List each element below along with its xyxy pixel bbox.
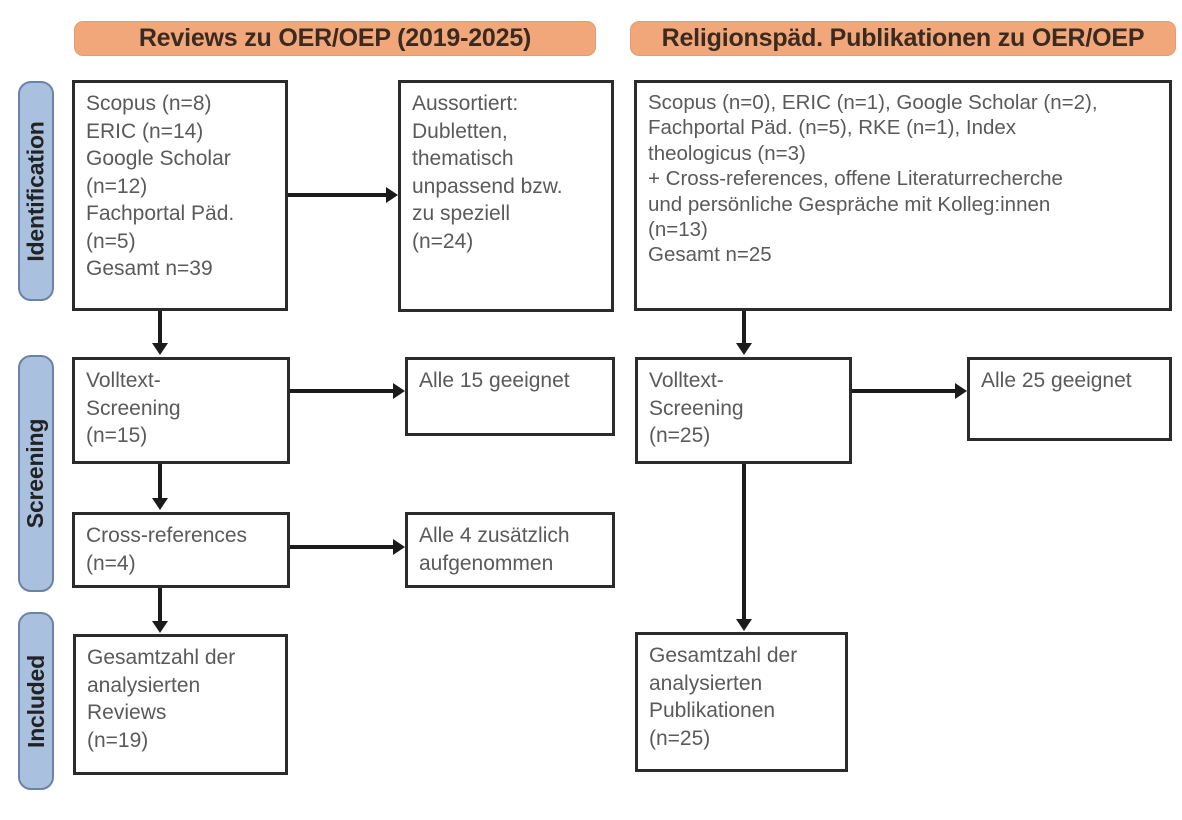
box-right-fulltext-screening: Volltext- Screening (n=25) [635, 357, 852, 464]
box-left-included-total: Gesamtzahl der analysierten Reviews (n=1… [73, 634, 288, 775]
connector-left-crossrefs-to-included [158, 588, 162, 623]
arrowhead-right-screening-to-included [736, 619, 752, 631]
box-right-screening-outcome: Alle 25 geeignet [967, 357, 1172, 441]
arrowhead-right-screening-to-outcome [955, 383, 967, 399]
arrowhead-left-ident-to-screening [152, 343, 168, 355]
connector-left-ident-to-excluded [288, 193, 386, 197]
connector-left-screening-to-crossrefs [158, 464, 162, 500]
connector-right-screening-to-outcome [852, 389, 955, 393]
column-header-left: Reviews zu OER/OEP (2019-2025) [74, 21, 596, 56]
box-right-identification-sources: Scopus (n=0), ERIC (n=1), Google Scholar… [634, 80, 1172, 311]
arrowhead-left-screening-to-crossrefs [152, 498, 168, 510]
box-left-excluded: Aussortiert: Dubletten, thematisch unpas… [398, 80, 614, 312]
arrowhead-left-screening-to-outcome [393, 383, 405, 399]
box-right-included-total: Gesamtzahl der analysierten Publikatione… [635, 632, 848, 772]
box-left-fulltext-screening: Volltext- Screening (n=15) [72, 357, 290, 464]
stage-label-screening-text: Screening [22, 418, 49, 529]
stage-label-included-text: Included [22, 654, 49, 748]
connector-left-crossrefs-to-outcome [290, 545, 393, 549]
arrowhead-right-ident-to-screening [736, 343, 752, 355]
stage-label-included: Included [18, 612, 54, 790]
box-left-cross-references: Cross-references (n=4) [72, 512, 290, 588]
stage-label-identification-text: Identification [22, 120, 49, 262]
column-header-right: Religionspäd. Publikationen zu OER/OEP [630, 21, 1176, 56]
connector-left-ident-to-screening [158, 311, 162, 345]
arrowhead-left-crossrefs-to-included [152, 621, 168, 633]
connector-right-screening-to-included [742, 464, 746, 621]
stage-label-identification: Identification [18, 81, 54, 301]
arrowhead-left-crossrefs-to-outcome [393, 539, 405, 555]
box-left-identification-sources: Scopus (n=8) ERIC (n=14) Google Scholar … [72, 80, 288, 311]
connector-left-screening-to-outcome [290, 389, 393, 393]
box-left-screening-outcome: Alle 15 geeignet [405, 357, 615, 436]
stage-label-screening: Screening [18, 355, 54, 592]
connector-right-ident-to-screening [742, 311, 746, 345]
box-left-cross-references-outcome: Alle 4 zusätzlich aufgenommen [405, 512, 615, 588]
arrowhead-left-ident-to-excluded [386, 187, 398, 203]
